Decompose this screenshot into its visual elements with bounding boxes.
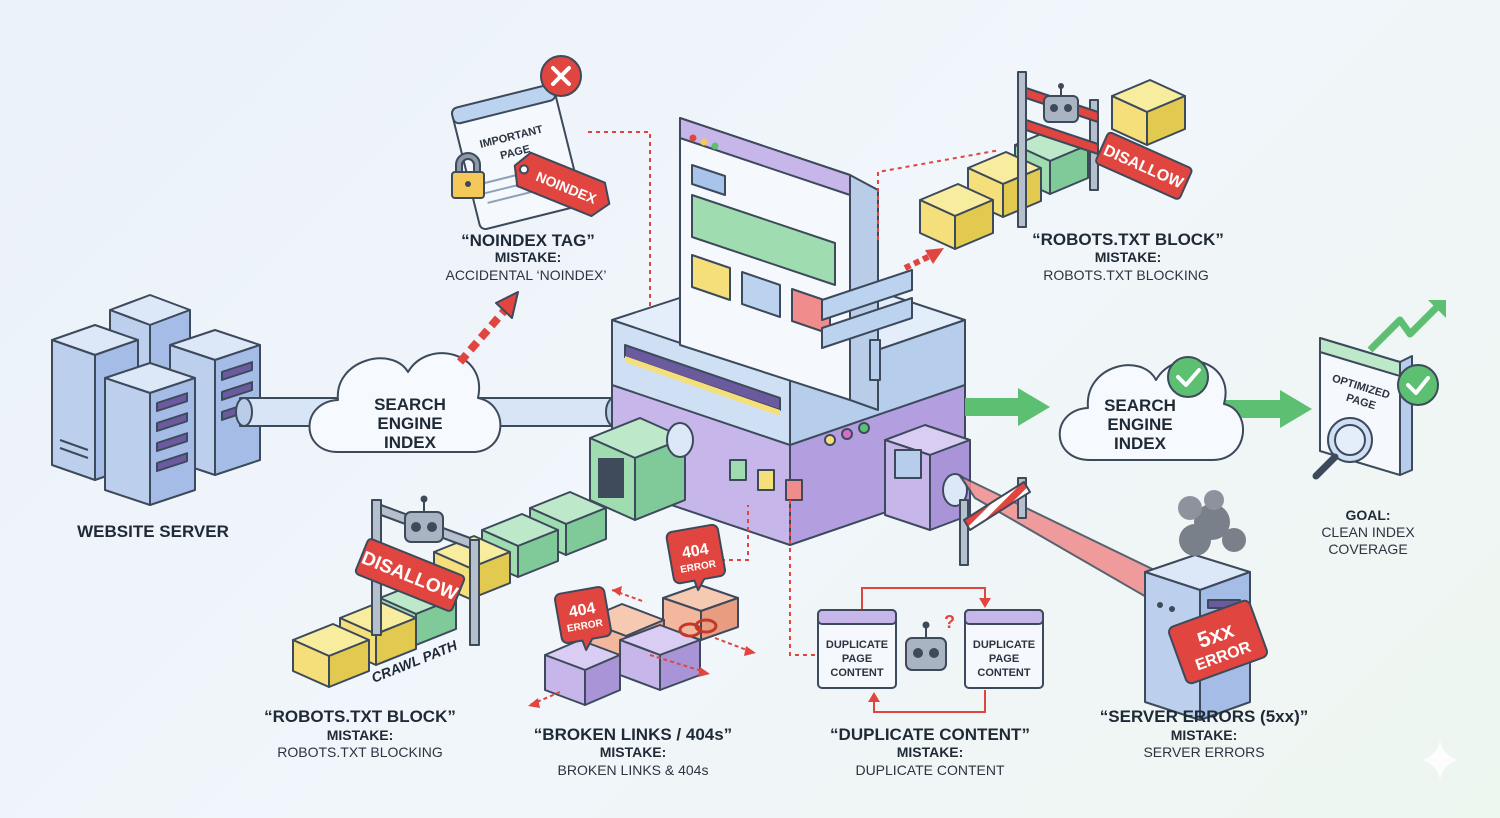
noindex-document: IMPORTANT PAGE NOINDEX — [451, 55, 611, 231]
website-server-cluster — [51, 294, 261, 506]
smoke-icon — [1178, 490, 1246, 556]
broken-mistake-label: MISTAKE: — [600, 744, 667, 760]
server-errors-mistake: SERVER ERRORS — [1143, 744, 1264, 760]
crawl-exit-box — [884, 424, 971, 531]
robot-icon — [1043, 83, 1079, 123]
svg-text:ENGINE: ENGINE — [377, 414, 442, 433]
svg-text:INDEX: INDEX — [1114, 434, 1167, 453]
svg-text:SEARCH: SEARCH — [1104, 396, 1176, 415]
svg-text:?: ? — [944, 612, 955, 632]
confused-robot-icon: ? — [905, 612, 955, 671]
robots-top-mistake: ROBOTS.TXT BLOCKING — [1043, 267, 1208, 283]
noindex-mistake-label: MISTAKE: — [495, 249, 562, 265]
sparkle-icon — [1422, 740, 1458, 780]
noindex-title: “NOINDEX TAG” — [461, 231, 595, 250]
noindex-connector — [588, 131, 651, 310]
noindex-mistake: ACCIDENTAL ‘NOINDEX’ — [445, 267, 606, 283]
broken-connector — [705, 505, 749, 561]
arrow-to-noindex — [456, 291, 519, 365]
check-icon — [1397, 364, 1439, 406]
svg-text:DUPLICATE: DUPLICATE — [973, 639, 1035, 651]
duplicate-doc-left: DUPLICATE PAGE CONTENT — [817, 609, 897, 689]
svg-text:DUPLICATE: DUPLICATE — [826, 639, 888, 651]
404-badge-icon: 404 ERROR — [665, 523, 726, 592]
robots-top-blocks — [919, 79, 1186, 250]
trend-up-icon — [1367, 300, 1446, 353]
robot-icon — [404, 495, 444, 543]
svg-text:404: 404 — [681, 541, 710, 562]
duplicate-doc-right: DUPLICATE PAGE CONTENT — [964, 609, 1044, 689]
svg-text:PAGE: PAGE — [989, 653, 1019, 665]
broken-title: “BROKEN LINKS / 404s” — [534, 725, 732, 744]
svg-text:404: 404 — [568, 600, 597, 621]
robots-top-mistake-label: MISTAKE: — [1095, 249, 1162, 265]
svg-text:INDEX: INDEX — [384, 433, 437, 452]
duplicate-title: “DUPLICATE CONTENT” — [830, 725, 1030, 744]
error-beam — [959, 475, 1176, 603]
duplicate-mistake: DUPLICATE CONTENT — [855, 762, 1005, 778]
robots-bottom-title: “ROBOTS.TXT BLOCK” — [264, 707, 456, 726]
broken-mistake: BROKEN LINKS & 404s — [558, 762, 709, 778]
broken-link-arrows — [528, 586, 756, 708]
svg-text:SEARCH: SEARCH — [374, 395, 446, 414]
barrier-gate — [959, 477, 1031, 566]
robots-bottom-mistake: ROBOTS.TXT BLOCKING — [277, 744, 442, 760]
optimized-page-icon: OPTIMIZED PAGE — [1312, 337, 1439, 480]
robots-top-connector — [877, 149, 1001, 240]
check-icon — [1167, 356, 1209, 398]
svg-text:ENGINE: ENGINE — [1107, 415, 1172, 434]
svg-text:CONTENT: CONTENT — [830, 667, 883, 679]
arrow-to-robots-top — [903, 248, 944, 271]
goal-label: GOAL: — [1345, 507, 1390, 523]
lock-icon — [451, 152, 485, 199]
svg-text:CONTENT: CONTENT — [977, 667, 1030, 679]
goal-line1: CLEAN INDEX — [1321, 524, 1415, 540]
duplicate-cycle-arrows — [861, 587, 991, 713]
duplicate-mistake-label: MISTAKE: — [897, 744, 964, 760]
robots-top-title: “ROBOTS.TXT BLOCK” — [1032, 230, 1224, 249]
server-errors-title: “SERVER ERRORS (5xx)” — [1100, 707, 1308, 726]
robots-bottom-mistake-label: MISTAKE: — [327, 727, 394, 743]
5xx-error-badge-icon: 5xx ERROR — [1168, 599, 1268, 685]
website-server-label: WEBSITE SERVER — [77, 522, 229, 541]
404-badge-icon: 404 ERROR — [554, 586, 612, 651]
crawl-entry-box — [589, 417, 694, 521]
crawler-signpost — [821, 269, 913, 381]
server-tower-icon — [104, 362, 196, 506]
goal-line2: COVERAGE — [1328, 541, 1407, 557]
svg-text:PAGE: PAGE — [842, 653, 872, 665]
close-icon — [540, 55, 582, 97]
duplicate-connector — [789, 500, 815, 656]
magnifier-icon — [1312, 417, 1373, 480]
robots-top-gate — [1017, 71, 1099, 228]
search-engine-index-cloud-right: SEARCH ENGINE INDEX — [1058, 356, 1245, 461]
server-errors-mistake-label: MISTAKE: — [1171, 727, 1238, 743]
broken-chain-icon — [678, 618, 718, 638]
search-engine-index-cloud-left: SEARCH ENGINE INDEX — [308, 352, 502, 454]
